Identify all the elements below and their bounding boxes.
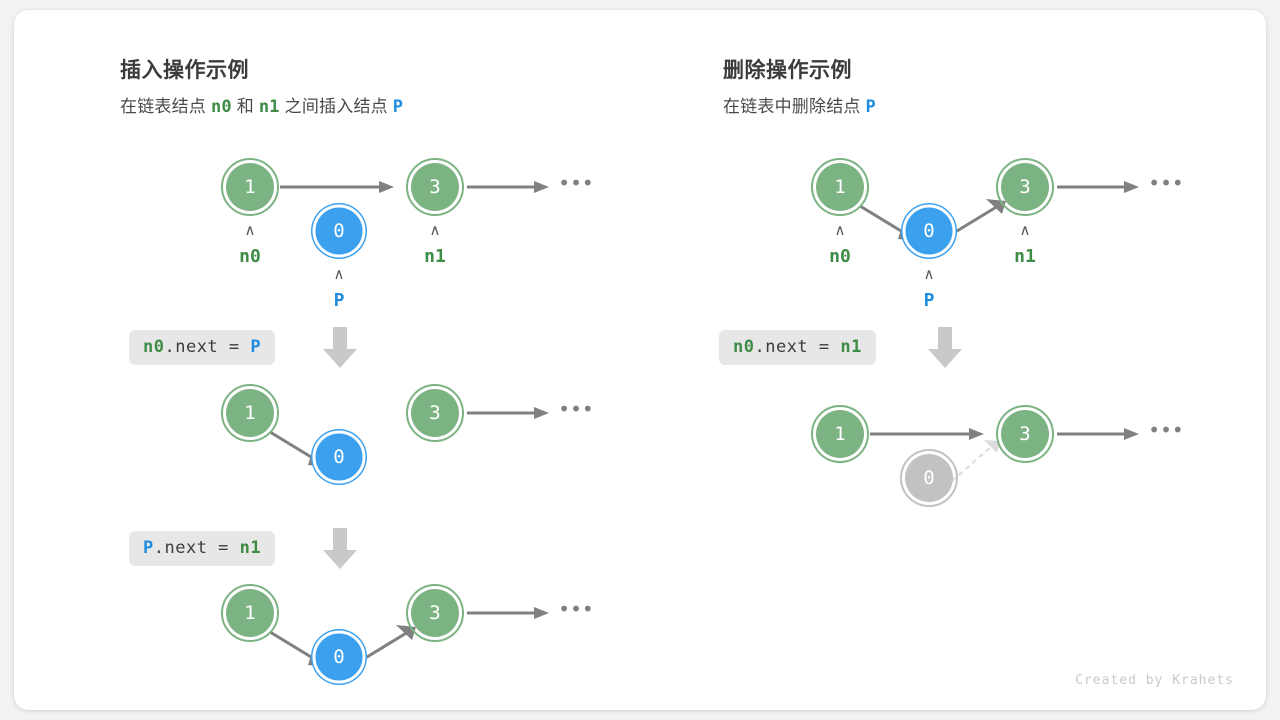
edge-3-to-ellipsis [1057,428,1139,440]
remove-panel-subtitle: 在链表中删除结点 P [723,92,876,117]
code-token-n1: n1 [840,337,862,357]
code-token-next-2: .next = [153,538,240,558]
insert-panel-subtitle: 在链表结点 n0 和 n1 之间插入结点 P [120,92,403,117]
node-n0: 1 [811,158,869,216]
code-token-next: .next = [754,337,841,357]
diagram-remove-after: ••• 1 0 3 [794,393,1194,513]
edge-3-to-ellipsis [467,407,549,419]
caret-n1: ∧ [430,221,441,239]
code-token-p-2: P [143,538,154,558]
subtitle-text-3: 之间插入结点 [279,97,393,116]
subtitle-text-2: 和 [231,97,259,116]
code-badge-insert-step1: n0.next = P [129,330,276,365]
edge-3-to-ellipsis [467,607,549,619]
code-badge-insert-step2: P.next = n1 [129,531,276,566]
node-1: 1 [811,405,869,463]
footer-credit: Created by Krahets [1075,673,1234,688]
code-token-n1-2: n1 [239,538,262,558]
down-arrow-insert-step1 [319,323,361,371]
code-badge-remove-step1: n0.next = n1 [719,330,876,365]
node-3: 3 [996,405,1054,463]
code-token-n0: n0 [143,337,165,357]
down-arrow-insert-step2 [319,524,361,572]
node-3: 3 [406,384,464,442]
ellipsis-dots: ••• [1148,418,1183,442]
code-token-n0: n0 [733,337,755,357]
subtitle-text-1: 在链表结点 [120,97,211,116]
remove-panel-title: 删除操作示例 [723,59,852,82]
down-arrow-remove-step1 [924,323,966,371]
caret-n0: ∧ [835,221,846,239]
node-n0: 1 [221,158,279,216]
node-p-value: 0 [923,220,934,242]
tag-n0: n0 [829,246,851,267]
node-3-value: 3 [429,402,440,424]
node-n1-value: 3 [429,176,440,198]
ellipsis-dots: ••• [1148,171,1183,195]
node-n1: 3 [406,158,464,216]
diagram-card: 插入操作示例 在链表结点 n0 和 n1 之间插入结点 P [14,10,1266,710]
subtitle-tag-p: P [392,97,404,117]
node-0-value: 0 [923,467,934,489]
node-0: 0 [311,629,367,685]
caret-n0: ∧ [245,221,256,239]
node-0-value: 0 [333,646,344,668]
subtitle-tag-n1: n1 [258,97,280,117]
node-1-value: 1 [244,402,255,424]
ellipsis-dots: ••• [558,597,593,621]
node-p-value: 0 [333,220,344,242]
node-1: 1 [221,384,279,442]
tag-n1: n1 [1014,246,1036,267]
edge-0-to-3-dashed [951,440,1000,482]
diagram-insert-step1: ••• 1 0 3 [204,372,604,492]
caret-p: ∧ [924,265,935,283]
diagram-insert-step2: ••• 1 0 3 [204,572,604,692]
node-1-value: 1 [244,602,255,624]
node-n1: 3 [996,158,1054,216]
edge-3-to-ellipsis [1057,181,1139,193]
edge-1-to-3 [280,181,394,193]
node-3-value: 3 [429,602,440,624]
panel-remove: 删除操作示例 在链表中删除结点 P [640,10,1266,710]
node-n0-value: 1 [244,176,255,198]
tag-n0: n0 [239,246,261,267]
node-0-value: 0 [333,446,344,468]
node-p: 0 [901,203,957,259]
edge-3-to-ellipsis [467,181,549,193]
caret-n1: ∧ [1020,221,1031,239]
node-0-removed: 0 [900,449,958,507]
node-3-value: 3 [1019,423,1030,445]
tag-p: P [334,290,345,311]
tag-p: P [924,290,935,311]
subtitle-tag-n0: n0 [210,97,232,117]
ellipsis-dots: ••• [558,171,593,195]
node-3: 3 [406,584,464,642]
ellipsis-dots: ••• [558,397,593,421]
node-0: 0 [311,429,367,485]
node-n0-value: 1 [834,176,845,198]
node-1-value: 1 [834,423,845,445]
caret-p: ∧ [334,265,345,283]
code-token-next-1: .next = [164,337,251,357]
node-p: 0 [311,203,367,259]
code-token-p: P [250,337,262,357]
panel-insert: 插入操作示例 在链表结点 n0 和 n1 之间插入结点 P [14,10,640,710]
subtitle-text-1: 在链表中删除结点 [723,97,866,116]
edge-0-to-3-diagonal [951,199,1006,236]
node-n1-value: 3 [1019,176,1030,198]
edge-1-to-3-straight [870,428,984,440]
tag-n1: n1 [424,246,446,267]
diagram-insert-before: ••• 1 ∧ n0 0 [204,140,604,330]
insert-panel-title: 插入操作示例 [120,59,249,82]
node-1: 1 [221,584,279,642]
edge-0-to-3-diagonal [361,625,416,662]
diagram-remove-before: ••• 1 ∧ n0 0 ∧ P [794,140,1194,330]
subtitle-tag-p: P [865,97,876,117]
